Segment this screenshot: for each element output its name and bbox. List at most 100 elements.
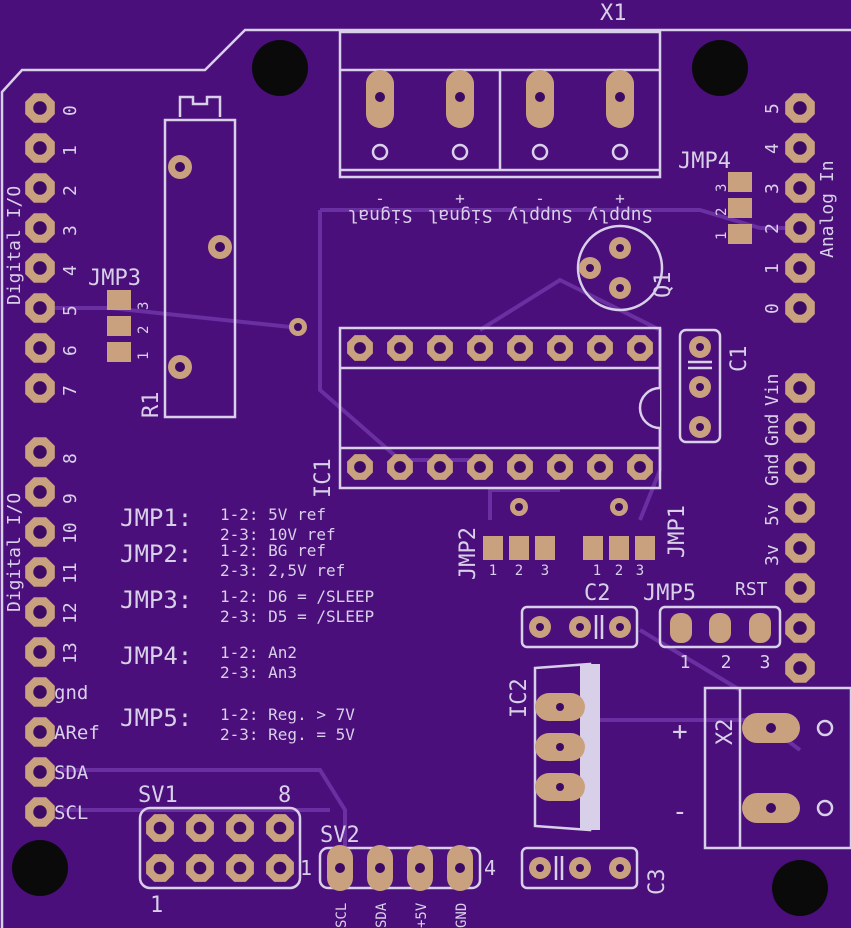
left-header-pin xyxy=(25,373,55,403)
legend-line: 1-2: D6 = /SLEEP xyxy=(220,587,374,606)
ic1-pin xyxy=(507,454,533,480)
c2-capacitor: C2 xyxy=(520,581,639,649)
ic1-pin xyxy=(627,335,653,361)
right-header-pin xyxy=(785,253,815,283)
ic1-pin xyxy=(507,335,533,361)
sv1-pin xyxy=(186,854,214,882)
right-header-pin xyxy=(785,533,815,563)
left-header-pin xyxy=(25,333,55,363)
sv1-pin xyxy=(146,854,174,882)
left-pin-label: 6 xyxy=(60,345,81,356)
x1-terminal-block: X1 xyxy=(338,1,662,179)
jmp1-label: JMP1 xyxy=(665,505,690,558)
ic1-pin xyxy=(427,454,453,480)
c1-capacitor: C1 xyxy=(678,328,752,444)
left-pin-label: 4 xyxy=(60,265,81,276)
right-pin-label: 4 xyxy=(762,143,783,154)
ic1-pin xyxy=(587,335,613,361)
legend-line: 2-3: An3 xyxy=(220,663,297,682)
jmp1-pads: 1 2 3 JMP1 xyxy=(583,498,690,579)
left-header-pin xyxy=(25,557,55,587)
right-header-pin xyxy=(785,373,815,403)
digital-io-label-bottom: Digital I/O xyxy=(4,493,25,612)
analog-in-label: Analog In xyxy=(817,160,838,258)
sv1-pin xyxy=(266,814,294,842)
x1-sign: + xyxy=(615,189,625,208)
x1-pin-label: Signal xyxy=(347,205,412,226)
svg-text:1: 1 xyxy=(680,652,691,673)
right-pin-label: Vin xyxy=(762,373,783,406)
q1-transistor: Q1 xyxy=(576,224,676,312)
legend-line: 2-3: D5 = /SLEEP xyxy=(220,607,374,626)
x1-pin-label: Supply xyxy=(587,205,652,226)
svg-text:3: 3 xyxy=(136,302,152,310)
x2-terminal-block: X2 + - xyxy=(672,686,851,850)
ic1-pin xyxy=(387,454,413,480)
left-header-pin xyxy=(25,637,55,667)
ic2-regulator: IC2 xyxy=(507,662,600,832)
left-header-pin xyxy=(25,797,55,827)
left-pin-label: 3 xyxy=(60,225,81,236)
ic1-pin xyxy=(627,454,653,480)
ic1-label: IC1 xyxy=(311,458,336,498)
ic1-pin xyxy=(427,335,453,361)
svg-text:3: 3 xyxy=(760,652,771,673)
right-header-pin xyxy=(785,453,815,483)
left-pin-label: 2 xyxy=(60,185,81,196)
svg-text:1: 1 xyxy=(150,893,163,918)
sv1-label: SV1 xyxy=(138,783,178,808)
q1-label: Q1 xyxy=(651,272,676,299)
left-pin-label: 0 xyxy=(60,105,81,116)
legend-line: 2-3: 2,5V ref xyxy=(220,561,345,580)
left-pin-label: 5 xyxy=(60,305,81,316)
svg-text:4: 4 xyxy=(484,856,496,880)
c3-label: C3 xyxy=(645,869,670,896)
svg-text:3: 3 xyxy=(714,184,730,192)
legend-line: 1-2: Reg. > 7V xyxy=(220,705,355,724)
sv1-pin xyxy=(226,814,254,842)
right-pin-label: 3 xyxy=(762,183,783,194)
svg-text:2: 2 xyxy=(515,563,523,579)
left-header-pin xyxy=(25,757,55,787)
c1-label: C1 xyxy=(727,346,752,373)
board-outline xyxy=(0,28,851,928)
r1-label: R1 xyxy=(139,392,164,419)
jmp3-pads: JMP3 1 2 3 xyxy=(88,266,152,362)
rst-label: RST xyxy=(735,579,768,600)
x1-sign: - xyxy=(375,189,385,208)
sv1-pin xyxy=(266,854,294,882)
legend-jumper-name: JMP5: xyxy=(120,704,192,732)
x1-terminal-4 xyxy=(606,70,634,161)
ic1-pin xyxy=(347,454,373,480)
ic1-pin xyxy=(587,454,613,480)
left-pin-label: 12 xyxy=(60,602,81,624)
legend-jumper-name: JMP3: xyxy=(120,586,192,614)
legend-jumper-name: JMP4: xyxy=(120,642,192,670)
right-header-pin xyxy=(785,653,815,683)
x1-terminal-3 xyxy=(526,70,554,161)
sv2-pin-label: +5V xyxy=(414,902,430,928)
svg-text:1: 1 xyxy=(300,856,312,880)
left-header-pin xyxy=(25,677,55,707)
svg-text:3: 3 xyxy=(541,563,549,579)
right-pin-label: 1 xyxy=(762,263,783,274)
x1-sign: + xyxy=(455,189,465,208)
right-header-pin xyxy=(785,93,815,123)
left-header-pin xyxy=(25,293,55,323)
right-header-pin xyxy=(785,213,815,243)
jmp3-label: JMP3 xyxy=(88,266,141,291)
digital-io-label-top: Digital I/O xyxy=(4,186,25,305)
left-pin-label: 8 xyxy=(60,453,81,464)
left-header-pin xyxy=(25,93,55,123)
sv1-pin xyxy=(186,814,214,842)
right-header-pin xyxy=(785,613,815,643)
ic1-chip: IC1 xyxy=(311,326,662,498)
left-header-pin xyxy=(25,133,55,163)
ic1-pin xyxy=(347,335,373,361)
jmp4-label: JMP4 xyxy=(678,149,731,174)
right-pin-label: 5 xyxy=(762,103,783,114)
